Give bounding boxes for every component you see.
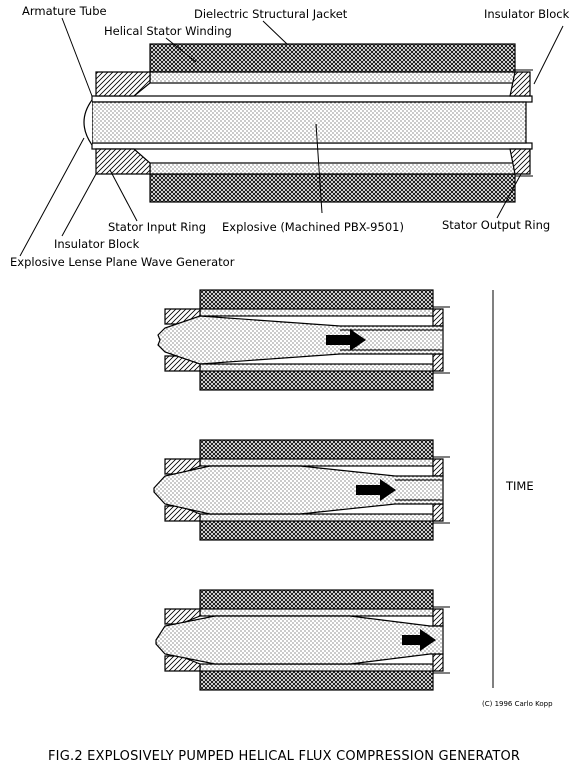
arrow-2 [356,479,396,501]
armature-expanded-2 [153,465,444,515]
label-explosive: Explosive (Machined PBX-9501) [222,220,404,234]
cross-section-main [83,43,533,203]
dielectric-jacket-top [149,43,516,73]
armature-tube-top [91,95,533,103]
time-label: TIME [505,479,534,493]
dielectric-jacket-bottom [149,173,516,203]
lens-dome [83,99,93,146]
component-labels: Armature Tube Dielectric Structural Jack… [10,4,570,269]
armature-expanded-3 [155,615,444,665]
armature-tube-bottom [91,142,533,150]
label-helical-stator-winding: Helical Stator Winding [104,24,232,38]
armature-expanded-1 [157,315,444,365]
arrow-1 [326,329,366,351]
stage-3 [155,589,450,691]
insulator-block-right-bottom [509,148,531,175]
label-armature-tube: Armature Tube [22,4,107,18]
stator-input-ring-bottom [95,148,151,175]
insulator-block-right-top [509,71,531,97]
stator-input-ring-top [95,71,151,97]
label-insulator-block-right: Insulator Block [484,7,570,21]
stator-winding-bottom [149,162,516,175]
label-insulator-block-left: Insulator Block [54,237,140,251]
label-dielectric-jacket: Dielectric Structural Jacket [194,7,348,21]
stage-2 [153,439,450,541]
copyright: (C) 1996 Carlo Kopp [482,700,553,708]
stator-winding-top [149,71,516,84]
leader-lines [19,17,564,257]
stage-1 [157,289,450,391]
figure-caption: FIG.2 EXPLOSIVELY PUMPED HELICAL FLUX CO… [48,749,520,764]
explosive-charge [91,101,527,144]
label-stator-input-ring: Stator Input Ring [108,220,206,234]
label-stator-output-ring: Stator Output Ring [442,218,550,232]
label-lens-generator: Explosive Lense Plane Wave Generator [10,255,235,269]
arrow-3 [402,629,436,651]
